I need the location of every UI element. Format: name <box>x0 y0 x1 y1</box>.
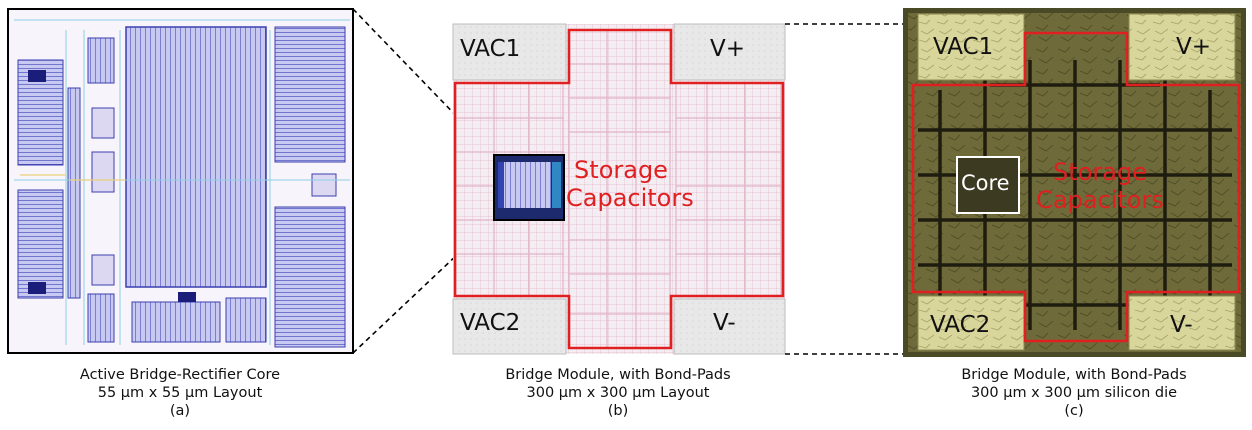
caption-a-line1: Active Bridge-Rectifier Core <box>79 367 281 383</box>
storage-label-line2: Capacitors <box>566 184 694 212</box>
storage-label-line1: Storage <box>574 156 668 184</box>
caption-a-label: (a) <box>169 403 191 419</box>
zoom-connector-top <box>352 8 495 156</box>
die-pad-label-vplus: V+ <box>1176 34 1212 60</box>
die-pad-label-vac2: VAC2 <box>930 312 991 338</box>
silicon-die-panel <box>903 8 1246 357</box>
pad-label-vac2: VAC2 <box>460 310 521 336</box>
caption-b-label: (b) <box>607 403 629 419</box>
caption-a-line2: 55 µm x 55 µm Layout <box>97 385 263 401</box>
die-storage-label-line1: Storage <box>1053 158 1147 186</box>
caption-b: Bridge Module, with Bond-Pads 300 µm x 3… <box>468 366 768 420</box>
die-storage-label-line2: Capacitors <box>1036 186 1164 214</box>
core-layout-panel <box>7 8 354 354</box>
bridge-module-layout-panel <box>452 23 786 355</box>
pad-label-vminus: V- <box>713 310 736 336</box>
caption-c-label: (c) <box>1064 403 1084 419</box>
storage-capacitors-label: Storage Capacitors <box>566 156 694 212</box>
caption-c: Bridge Module, with Bond-Pads 300 µm x 3… <box>924 366 1224 420</box>
caption-c-line2: 300 µm x 300 µm silicon die <box>970 385 1178 401</box>
die-pad-label-vac1: VAC1 <box>933 34 994 60</box>
pad-label-vac1: VAC1 <box>460 36 521 62</box>
caption-a: Active Bridge-Rectifier Core 55 µm x 55 … <box>40 366 320 420</box>
caption-c-line1: Bridge Module, with Bond-Pads <box>961 367 1187 383</box>
core-label: Core <box>961 171 1010 195</box>
die-pad-label-vminus: V- <box>1170 312 1193 338</box>
caption-b-line1: Bridge Module, with Bond-Pads <box>505 367 731 383</box>
pad-label-vplus: V+ <box>710 36 746 62</box>
die-storage-capacitors-label: Storage Capacitors <box>1024 158 1176 214</box>
caption-b-line2: 300 µm x 300 µm Layout <box>526 385 710 401</box>
